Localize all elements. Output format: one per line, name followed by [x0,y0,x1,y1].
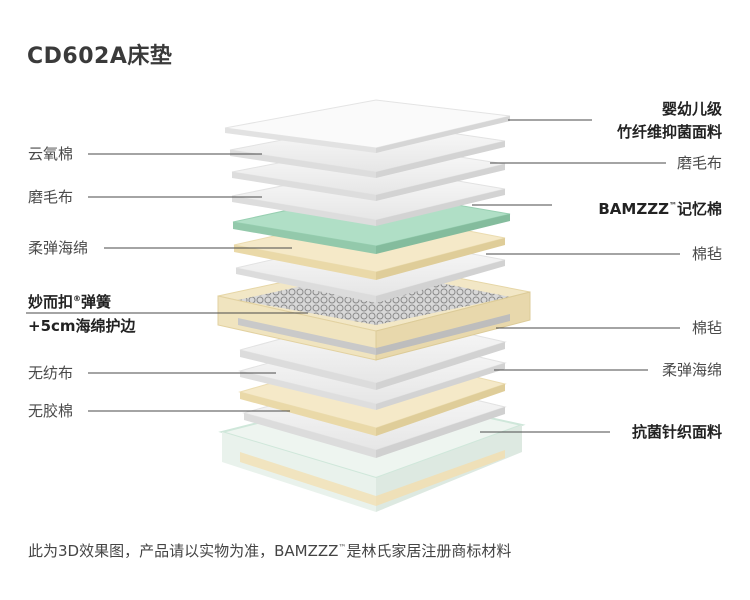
label-bamboo-fabric: 竹纤维抑菌面料 [616,123,722,141]
label-brushed-cloth-right: 磨毛布 [676,154,722,172]
label-soft-foam-right: 柔弹海绵 [661,361,722,379]
page-title: CD602A床垫 [27,44,173,69]
label-memory-foam: BAMZZZ™记忆棉 [598,196,722,219]
layer-bamboo-fabric [224,99,511,153]
label-memory-brand: BAMZZZ [598,200,669,218]
trademark-mark: ™ [668,201,677,210]
label-infant-grade: 婴幼儿级 [661,100,722,118]
footer-note: 此为3D效果图，产品请以实物为准，BAMZZZ™是林氏家居注册商标材料 [28,540,511,561]
label-no-glue-cotton: 无胶棉 [28,402,74,420]
footer-text-b: 是林氏家居注册商标材料 [346,542,512,560]
label-spring-line1: 妙而扣®弹簧 [28,289,111,312]
label-knit-fabric: 抗菌针织面料 [631,423,722,441]
label-spring-brand: 妙而扣 [28,293,74,311]
label-memory-word: 记忆棉 [676,200,722,218]
label-spring-line2: +5cm海绵护边 [28,317,136,335]
footer-text-a: 此为3D效果图，产品请以实物为准，BAMZZZ [28,542,339,560]
label-soft-foam-left: 柔弹海绵 [28,239,89,257]
label-brushed-cloth-left: 磨毛布 [28,188,74,206]
leader-lines [26,119,680,433]
label-cloud-cotton: 云氧棉 [28,145,74,163]
label-felt-upper: 棉毡 [691,245,722,263]
registered-mark: ® [73,294,82,303]
label-felt-lower: 棉毡 [691,319,722,337]
label-spring-word: 弹簧 [81,293,112,311]
label-nonwoven: 无纺布 [28,364,74,382]
footer-trademark: ™ [338,543,347,552]
